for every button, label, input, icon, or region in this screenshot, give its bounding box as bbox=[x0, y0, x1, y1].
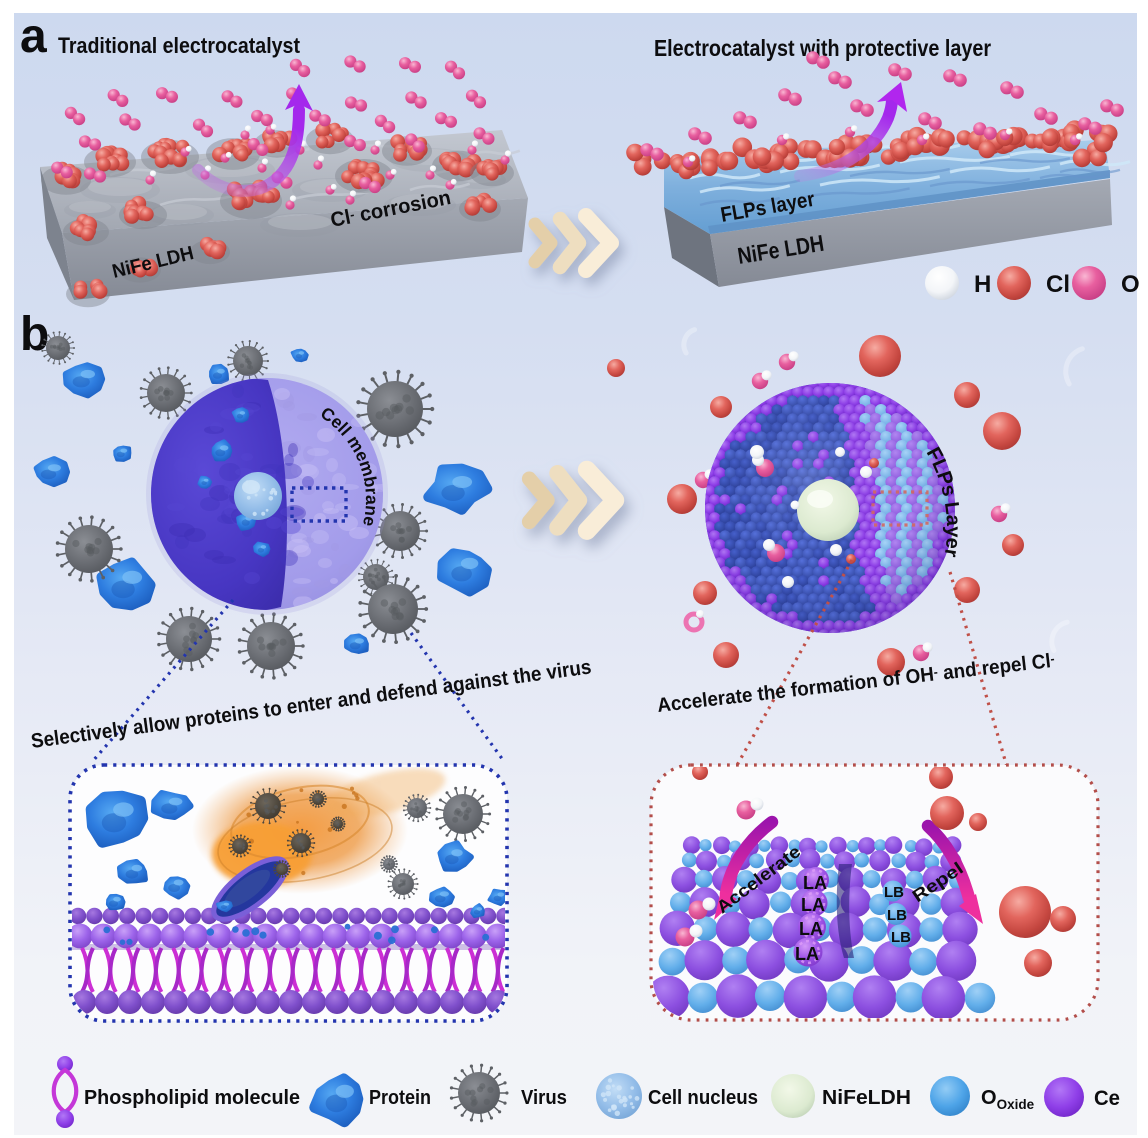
svg-text:LA: LA bbox=[795, 944, 819, 964]
svg-text:Virus: Virus bbox=[521, 1087, 567, 1109]
svg-text:a: a bbox=[20, 10, 47, 63]
svg-text:Ce: Ce bbox=[1094, 1087, 1120, 1110]
svg-text:NiFeLDH: NiFeLDH bbox=[822, 1087, 911, 1109]
svg-text:LB: LB bbox=[891, 929, 911, 946]
svg-text:Traditional electrocatalyst: Traditional electrocatalyst bbox=[58, 33, 301, 58]
svg-text:LA: LA bbox=[803, 873, 827, 893]
svg-text:LB: LB bbox=[884, 884, 904, 901]
svg-text:Phospholipid molecule: Phospholipid molecule bbox=[84, 1087, 300, 1109]
svg-text:Cl: Cl bbox=[1046, 271, 1070, 298]
svg-text:LB: LB bbox=[887, 907, 907, 924]
svg-text:b: b bbox=[20, 308, 49, 361]
svg-text:LA: LA bbox=[799, 919, 823, 939]
svg-text:Protein: Protein bbox=[369, 1087, 431, 1109]
svg-text:Cell nucleus: Cell nucleus bbox=[648, 1087, 758, 1109]
svg-text:O: O bbox=[1121, 271, 1140, 298]
svg-text:H: H bbox=[974, 271, 991, 298]
svg-text:LA: LA bbox=[801, 895, 825, 915]
